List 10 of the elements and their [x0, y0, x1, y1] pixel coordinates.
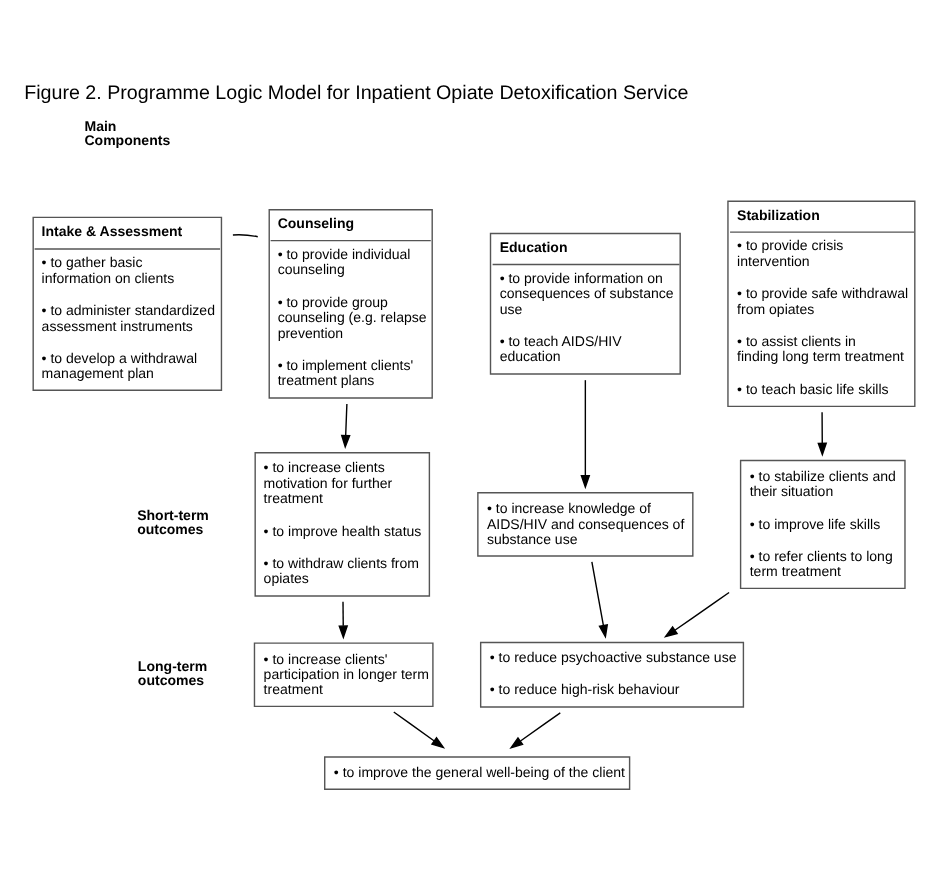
connector	[232, 234, 259, 238]
arrow	[580, 379, 591, 490]
arrow	[663, 591, 730, 638]
arrow	[817, 411, 828, 457]
arrow	[340, 403, 351, 449]
arrow	[509, 712, 561, 749]
arrow	[591, 561, 609, 639]
arrow	[393, 711, 446, 749]
diagram-title: Figure 2. Programme Logic Model for Inpatient Opiate Detoxification Service	[24, 82, 689, 105]
arrow	[338, 601, 349, 640]
